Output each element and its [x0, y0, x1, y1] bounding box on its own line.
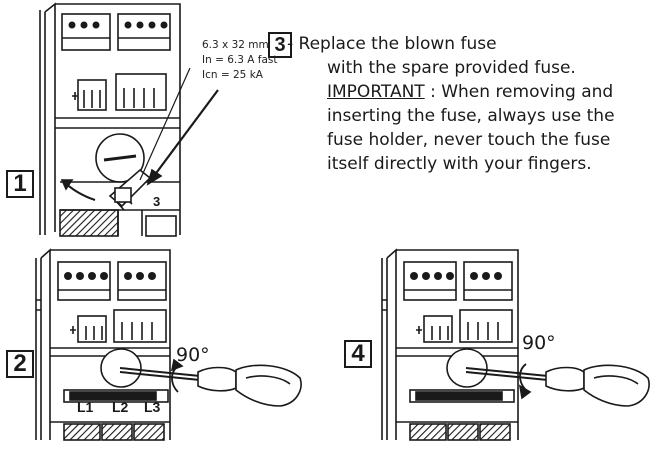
fuse-spec-breaking: Icn = 25 kA — [202, 69, 263, 81]
angle-label-step4: 90° — [522, 332, 556, 354]
device-2-illustration — [35, 248, 302, 441]
step-4-box: 4 — [344, 340, 372, 368]
pole-label-l1: L1 — [77, 399, 94, 415]
angle-label-step2: 90° — [176, 344, 210, 366]
instruction-line-2: with the spare provided fuse. — [327, 58, 576, 78]
fuse-spec: 6.3 x 32 mm In = 6.3 A fast Icn = 25 kA — [202, 38, 312, 83]
instruction-line-6: itself directly with your fingers. — [327, 154, 592, 174]
step-1-box: 1 — [6, 170, 34, 198]
instruction-line-3: IMPORTANT : When removing and — [287, 80, 667, 104]
step-3-instruction: - Replace the blown fuse with the spare … — [287, 32, 667, 176]
device-1-illustration — [39, 2, 219, 237]
instruction-line-4: inserting the fuse, always use the — [327, 106, 615, 126]
pole-label-l2: L2 — [112, 399, 129, 415]
instruction-line-1: - Replace the blown fuse — [287, 34, 497, 54]
fuse-number-label: 3 — [153, 194, 160, 209]
important-label: IMPORTANT — [327, 82, 425, 102]
instruction-line-5: fuse holder, never touch the fuse — [327, 130, 611, 150]
device-4-illustration — [381, 248, 650, 441]
fuse-spec-size: 6.3 x 32 mm — [202, 39, 269, 51]
step-2-box: 2 — [6, 350, 34, 378]
step-3-box: 3 — [268, 32, 292, 58]
important-text: : When removing and — [424, 82, 614, 102]
fuse-spec-current: In = 6.3 A fast — [202, 54, 278, 66]
pole-label-l3: L3 — [144, 399, 161, 415]
